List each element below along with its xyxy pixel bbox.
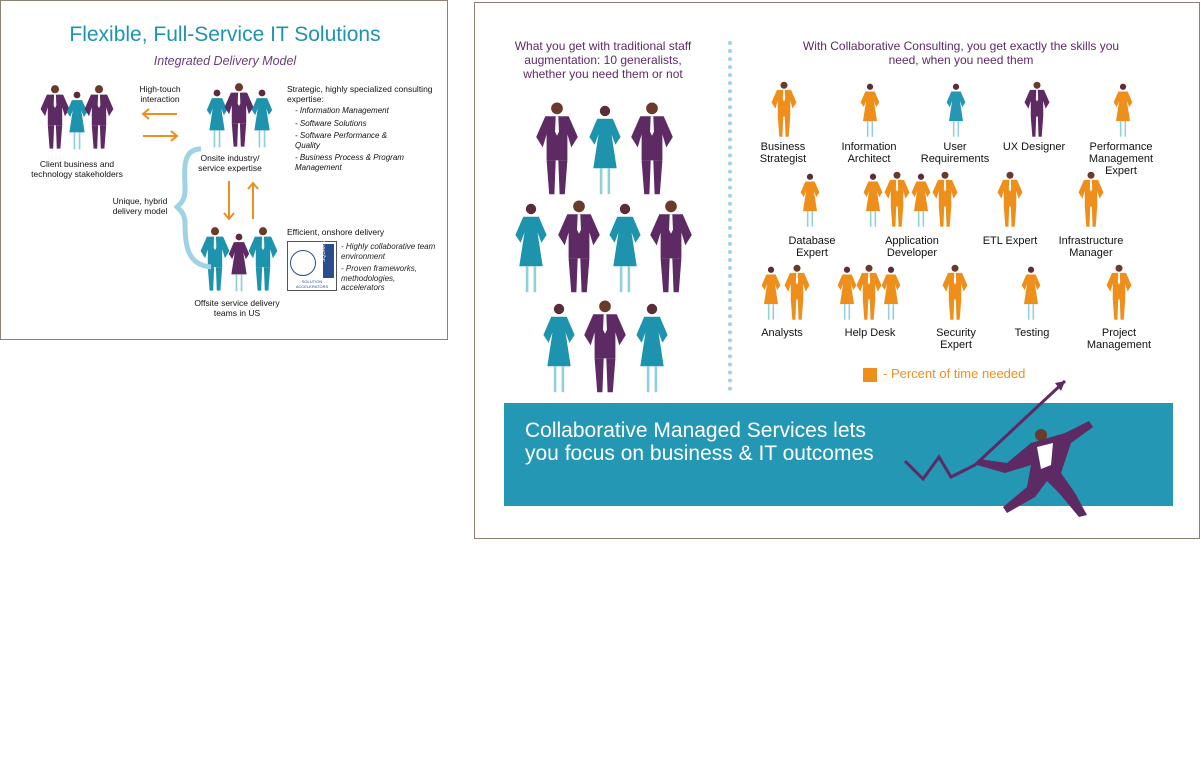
hybrid-label: Unique, hybrid delivery model [112,196,168,216]
legend-swatch [863,368,877,382]
strategic-item: - Information Management [295,106,389,115]
role-label: Help Desk [844,327,896,339]
person-woman-icon [1021,266,1041,320]
role-label: Security Expert [936,327,976,351]
person-woman-icon [636,303,668,393]
logo-text: SQUARED [321,237,327,262]
person-man-icon [1106,264,1132,320]
person-man-icon [84,85,114,149]
person-man-icon [784,264,810,320]
arrow-right-icon [143,130,179,142]
role-label: Project Management [1086,327,1152,351]
person-woman-icon [946,83,966,137]
person-man-icon [1078,171,1104,227]
strategic-block: Strategic, highly specialized consulting… [287,84,437,172]
person-man-icon [40,85,70,149]
person-man-icon [942,264,968,320]
role-label: ETL Expert [982,235,1038,247]
arrow-up-icon [247,181,259,219]
role-label: UX Designer [1002,141,1066,153]
person-man-icon [771,81,797,137]
growth-arrow-line [903,379,1067,482]
growth-arrow-head-icon [1055,381,1065,391]
logo-swirl-icon [290,250,316,276]
person-woman-icon [515,203,547,293]
person-woman-icon [543,303,575,393]
client-label: Client business and technology stakehold… [31,159,123,179]
running-businessman-illustration [903,379,1093,517]
person-man-icon [200,227,230,291]
logo-sub: SOLUTION ACCELERATORS [295,279,329,289]
person-man-icon [997,171,1023,227]
offsite-label: Offsite service delivery teams in US [194,298,280,318]
role-label: Testing [1014,327,1050,339]
role-label: Application Developer [885,235,939,259]
person-woman-icon [589,105,621,195]
person-man-icon [248,227,278,291]
hybrid-brace [173,146,212,270]
person-man-icon [856,264,882,320]
person-woman-icon [761,266,781,320]
integrated-delivery-panel: Flexible, Full-Service IT Solutions Inte… [0,0,448,340]
person-woman-icon [863,173,883,227]
right-people-illustration [515,81,1133,393]
person-woman-icon [837,266,857,320]
solution-squared-logo: SQUARED SOLUTION ACCELERATORS [287,237,337,291]
staffing-comparison-panel: What you get with traditional staff augm… [474,2,1200,539]
efficient-list: - Highly collaborative team environment … [341,242,441,293]
high-touch-label: High-touch interaction [139,84,181,104]
divider [728,41,732,391]
person-man-icon [224,83,254,147]
traditional-heading: What you get with traditional staff augm… [514,39,692,81]
role-label: Infrastructure Manager [1058,235,1124,259]
efficient-heading: Efficient, onshore delivery [287,227,385,237]
strategic-item: - Business Process & Program Management [295,153,404,172]
left-people-illustration [40,83,278,292]
banner-text: Collaborative Managed Services lets you … [525,419,874,465]
role-label: Information Architect [841,141,897,165]
arrow-down-icon [223,181,235,221]
legend-text: - Percent of time needed [883,366,1026,381]
strategic-item: - Software Solutions [295,118,367,128]
person-man-icon [1024,81,1050,137]
left-title: Flexible, Full-Service IT Solutions [69,23,381,46]
person-woman-icon [1113,83,1133,137]
left-subtitle: Integrated Delivery Model [153,54,297,68]
person-woman-icon [66,91,88,150]
role-label: Performance Management Expert [1088,141,1154,177]
businessman-figure [977,421,1093,517]
onsite-label: Onsite industry/ service expertise [198,153,262,173]
role-label: User Requirements [920,141,990,165]
efficient-item: - Proven frameworks, methodologies, acce… [341,264,418,292]
person-man-icon [884,171,910,227]
collab-heading: With Collaborative Consulting, you get e… [802,39,1120,67]
efficient-item: - Highly collaborative team environment [341,242,436,261]
person-woman-icon [228,233,250,292]
person-woman-icon [800,173,820,227]
person-woman-icon [860,83,880,137]
role-label: Analysts [761,327,803,339]
strategic-item: - Software Performance & Quality [295,131,388,150]
arrow-left-icon [141,108,177,120]
role-label: Business Strategist [759,141,807,165]
person-woman-icon [609,203,641,293]
strategic-heading: Strategic, highly specialized consulting… [287,84,433,104]
person-woman-icon [911,173,931,227]
person-woman-icon [881,266,901,320]
person-woman-icon [251,89,273,148]
person-woman-icon [206,89,228,148]
role-label: Database Expert [788,235,836,259]
person-man-icon [932,171,958,227]
